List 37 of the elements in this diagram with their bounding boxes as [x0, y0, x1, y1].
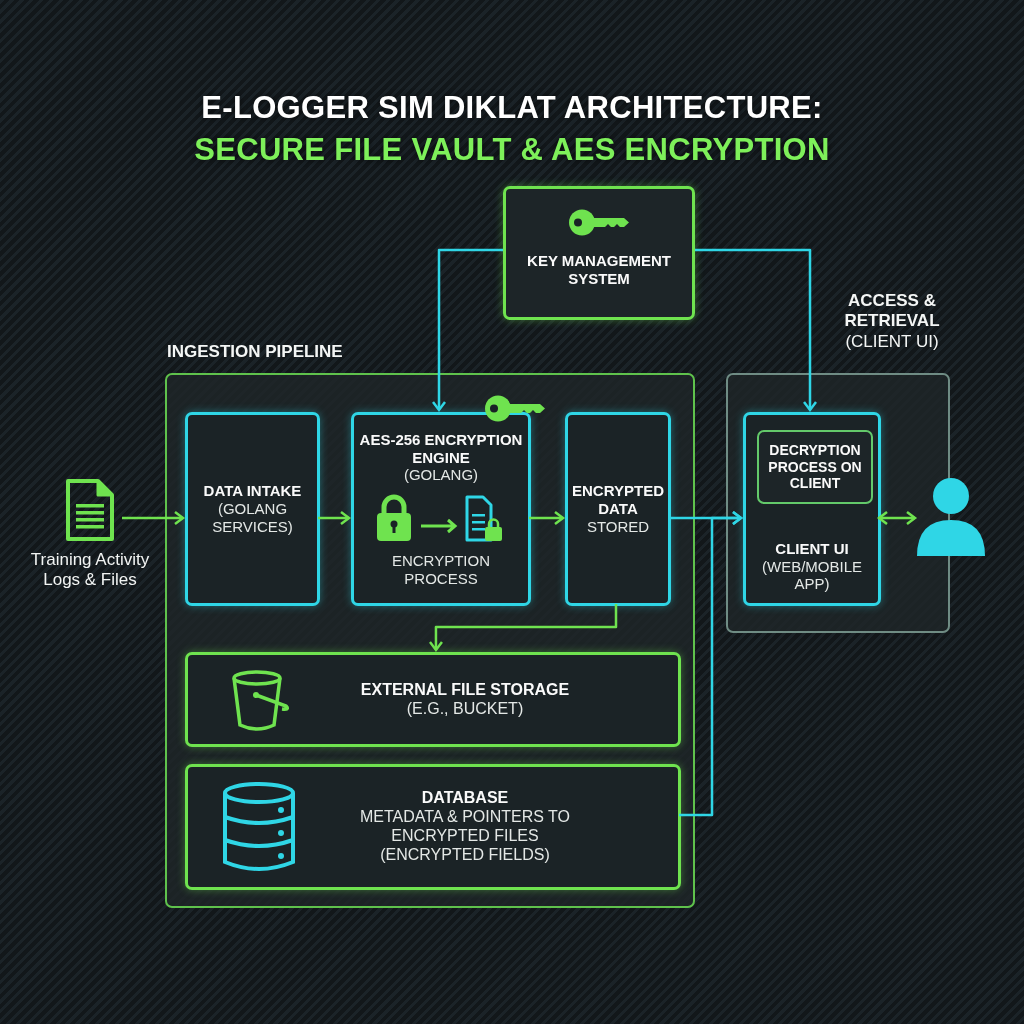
box-text: (E.G., BUCKET) — [406, 699, 524, 719]
diagram-subtitle: SECURE FILE VAULT & AES ENCRYPTION — [193, 132, 831, 168]
box-text: (GOLANG) — [403, 466, 479, 485]
diagram-title: E-LOGGER SIM DIKLAT ARCHITECTURE: — [200, 90, 824, 126]
arrow — [318, 510, 351, 526]
arrow — [529, 510, 565, 526]
box-text: STORED — [586, 517, 650, 536]
box-text: METADATA & POINTERS TO ENCRYPTED FILES — [358, 808, 572, 846]
process-box — [757, 430, 873, 504]
source-label: Training Activity Logs & Files — [29, 550, 151, 591]
box-text: (WEB/MOBILE APP) — [761, 557, 863, 593]
arrow — [877, 510, 917, 526]
box-title: CLIENT UI — [775, 539, 849, 558]
group-heading: ACCESS & RETRIEVAL (CLIENT UI) — [843, 291, 941, 353]
box-title: EXTERNAL FILE STORAGE — [360, 680, 570, 700]
storage-box — [185, 764, 681, 890]
box-text: (GOLANG SERVICES) — [211, 500, 294, 536]
arrow — [428, 604, 618, 652]
storage-box — [185, 652, 681, 747]
box-title: DATA INTAKE — [203, 482, 302, 501]
box-title: DATABASE — [421, 789, 509, 809]
box-title: DECRYPTION PROCESS ON CLIENT — [767, 442, 863, 492]
box-title: ENCRYPTED DATA — [572, 482, 664, 518]
arrow — [695, 248, 818, 412]
arrow — [679, 510, 743, 817]
box-text: ENCRYPTION PROCESS — [390, 552, 492, 588]
process-box — [185, 412, 320, 606]
arrow — [431, 248, 503, 412]
box-title: AES-256 ENCRYPTION ENGINE — [358, 431, 524, 467]
arrow — [122, 510, 185, 526]
person-icon — [915, 476, 987, 558]
process-box — [503, 186, 695, 320]
process-box — [743, 412, 881, 606]
box-title: KEY MANAGEMENT SYSTEM — [526, 252, 672, 288]
box-text: (ENCRYPTED FIELDS) — [380, 845, 550, 865]
group-heading: INGESTION PIPELINE — [167, 342, 343, 363]
process-box — [565, 412, 671, 606]
